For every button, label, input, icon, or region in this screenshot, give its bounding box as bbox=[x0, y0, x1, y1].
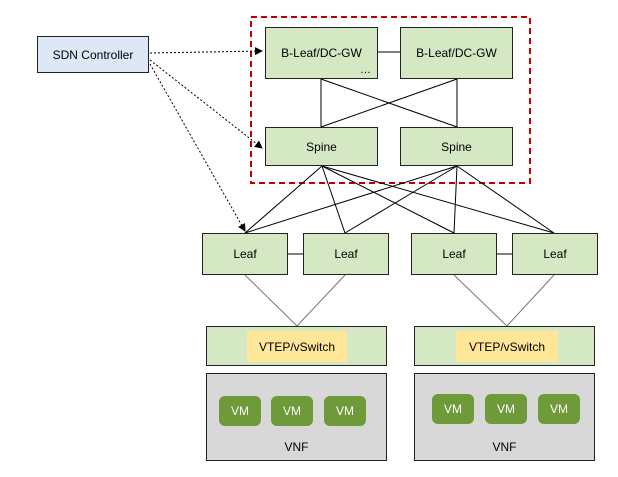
border-leaf-ellipsis: … bbox=[360, 64, 371, 76]
vtep-bar-right: VTEP/vSwitch bbox=[414, 326, 595, 366]
vm-left-3: VM bbox=[324, 396, 366, 426]
sdn-controller: SDN Controller bbox=[37, 36, 149, 73]
border-leaf-2-label: B-Leaf/DC-GW bbox=[416, 46, 497, 60]
leaf-4-label: Leaf bbox=[543, 247, 567, 261]
leaf-2: Leaf bbox=[303, 233, 389, 275]
leaf-1: Leaf bbox=[202, 233, 288, 275]
controller-arrows bbox=[149, 47, 263, 232]
leaf-vtep-links bbox=[244, 274, 555, 327]
leaf-3-label: Leaf bbox=[442, 247, 466, 261]
leaf-2-label: Leaf bbox=[334, 247, 358, 261]
vm-left-2: VM bbox=[271, 396, 313, 426]
border-leaf-1: B-Leaf/DC-GW … bbox=[265, 27, 378, 79]
spine-leaf-links bbox=[244, 165, 555, 234]
spine-1: Spine bbox=[265, 127, 378, 166]
border-leaf-1-label: B-Leaf/DC-GW bbox=[281, 46, 362, 60]
border-leaf-2: B-Leaf/DC-GW bbox=[400, 27, 513, 79]
leaf-1-label: Leaf bbox=[233, 247, 257, 261]
vnf-right-label: VNF bbox=[492, 440, 517, 454]
vtep-switch-right: VTEP/vSwitch bbox=[456, 331, 558, 362]
vtep-switch-left-label: VTEP/vSwitch bbox=[258, 339, 336, 354]
vnf-box-right: VM VM VM VNF bbox=[414, 373, 595, 461]
fabric-boundary bbox=[250, 16, 531, 184]
leaf-3: Leaf bbox=[411, 233, 497, 275]
vnf-left-label: VNF bbox=[284, 440, 309, 454]
vtep-bar-left: VTEP/vSwitch bbox=[206, 326, 387, 366]
spine-2-label: Spine bbox=[441, 139, 472, 154]
vtep-switch-right-label: VTEP/vSwitch bbox=[468, 339, 546, 354]
border-spine-links bbox=[320, 78, 458, 128]
leaf-4: Leaf bbox=[512, 233, 598, 275]
vm-right-3: VM bbox=[538, 394, 580, 424]
vm-left-1: VM bbox=[219, 396, 261, 426]
vm-right-2: VM bbox=[485, 394, 527, 424]
spine-2: Spine bbox=[400, 127, 513, 166]
spine-1-label: Spine bbox=[306, 139, 337, 154]
vnf-box-left: VM VM VM VNF bbox=[206, 373, 387, 461]
vm-right-1: VM bbox=[432, 394, 474, 424]
sdn-controller-label: SDN Controller bbox=[52, 47, 134, 62]
vtep-switch-left: VTEP/vSwitch bbox=[247, 331, 347, 362]
